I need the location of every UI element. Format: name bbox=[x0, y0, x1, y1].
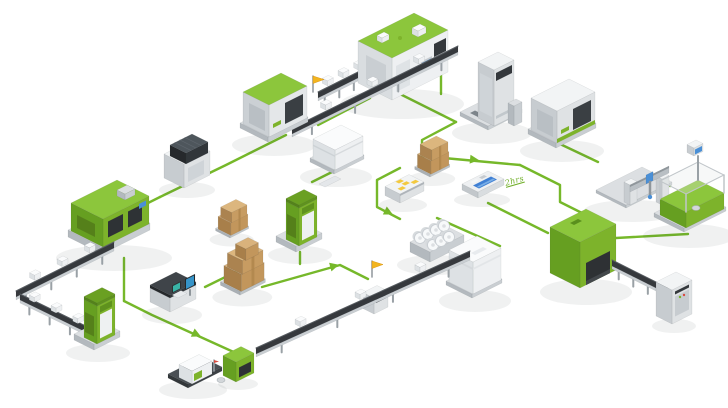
vertical-press-center bbox=[268, 189, 332, 264]
flow-arrow bbox=[382, 206, 393, 215]
flow-arrow bbox=[190, 328, 201, 337]
flow-arrow bbox=[329, 262, 339, 272]
control-panel bbox=[454, 170, 510, 207]
link-panel-to-chamber bbox=[486, 201, 550, 235]
parts-conveyor-top bbox=[291, 45, 459, 138]
outfeed-module-green bbox=[218, 346, 258, 390]
carton-pallet-center bbox=[408, 135, 456, 186]
labeling-machine-bottom bbox=[159, 354, 227, 399]
outfeed-conveyor-left-upper bbox=[15, 241, 115, 304]
flow-arrow bbox=[469, 154, 479, 164]
link-pallet-to-belt bbox=[260, 263, 370, 289]
cnc-machine-top-right bbox=[520, 78, 604, 162]
control-cabinet-right bbox=[652, 271, 696, 333]
link-to-outfeed bbox=[122, 299, 240, 356]
vertical-press-left bbox=[66, 287, 130, 362]
outfeed-conveyor-left-lower bbox=[19, 291, 99, 346]
pallet-stacker-tall bbox=[452, 51, 532, 144]
inspection-cage bbox=[159, 133, 215, 198]
milling-machine-top-left bbox=[232, 72, 316, 156]
assembly-cell-right bbox=[643, 139, 728, 248]
carton-pallet-left bbox=[212, 237, 273, 307]
main-conveyor-bottom bbox=[255, 250, 471, 358]
link-pack-to-stacker bbox=[398, 92, 458, 124]
parts-tray bbox=[379, 174, 427, 212]
link-assembly-to-chamber bbox=[614, 232, 690, 240]
injection-molder-left bbox=[56, 179, 172, 271]
flag-top-conveyor bbox=[312, 75, 325, 93]
laptop-workstation bbox=[142, 271, 202, 324]
link-panel-to-chamber-top bbox=[518, 163, 586, 216]
green-chamber-machine bbox=[540, 208, 632, 305]
link-cnc-to-robot bbox=[558, 142, 600, 164]
pallet-wrapping-station bbox=[300, 124, 372, 188]
flag-bottom-conveyor bbox=[371, 260, 384, 278]
